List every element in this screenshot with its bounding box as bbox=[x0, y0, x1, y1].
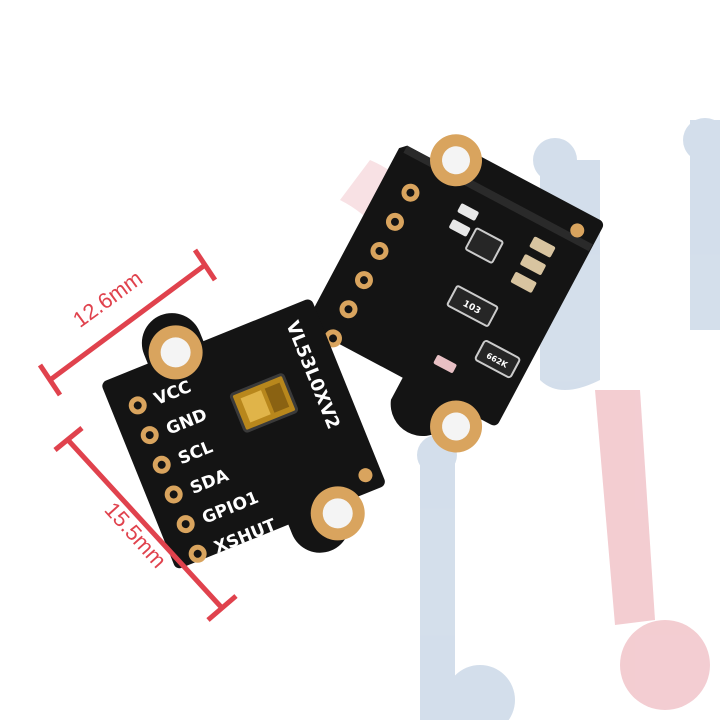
smd-chip bbox=[446, 285, 499, 327]
resistor bbox=[457, 203, 479, 221]
back-board: 103 662K bbox=[306, 134, 604, 453]
capacitor bbox=[510, 272, 537, 293]
width-label: 12.6mm bbox=[68, 265, 147, 332]
capacitor bbox=[520, 254, 546, 275]
capacitor bbox=[529, 236, 556, 258]
watermark-logo bbox=[340, 118, 720, 720]
ic-chip bbox=[465, 227, 504, 264]
front-board: VCC GND SCL SDA GPIO1 XSHUT VL53L0XV2 bbox=[102, 299, 385, 569]
pin-header-pads bbox=[128, 396, 207, 563]
smd-part bbox=[433, 355, 457, 373]
voltage-regulator bbox=[474, 340, 521, 379]
pin-header-pads bbox=[324, 183, 420, 348]
resistor bbox=[449, 219, 471, 237]
